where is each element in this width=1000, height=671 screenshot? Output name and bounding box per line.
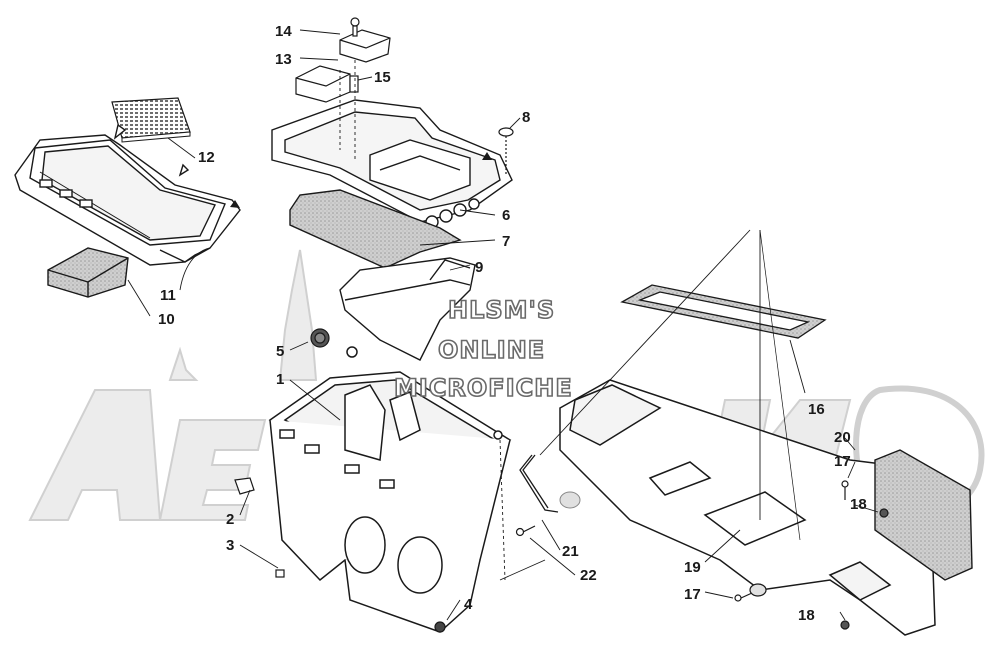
part-11-front-cover <box>14 123 241 266</box>
callout-18b: 18 <box>798 607 815 624</box>
arrow-indicator-11 <box>230 200 240 208</box>
callout-1: 1 <box>276 371 285 388</box>
callout-17: 17 <box>834 453 851 470</box>
part-21-drain-tube <box>519 454 559 513</box>
callout-9: 9 <box>475 259 484 276</box>
part-5-cap <box>310 328 330 348</box>
callout-10: 10 <box>158 311 175 328</box>
part-21-grommet <box>559 491 581 509</box>
leader-lines <box>127 29 879 621</box>
callout-18: 18 <box>850 496 867 513</box>
callout-11: 11 <box>160 287 176 304</box>
callout-13: 13 <box>275 51 292 68</box>
callout-21: 21 <box>562 543 579 560</box>
part-2-clip <box>234 477 255 495</box>
part-1-airbox-housing <box>268 346 512 633</box>
watermark-line-1: HLSM'S <box>447 296 556 324</box>
callout-4: 4 <box>464 596 473 613</box>
part-22-screw <box>515 525 536 537</box>
callout-20: 20 <box>834 429 851 446</box>
part-4-nut <box>434 621 446 633</box>
part-16-gasket <box>620 284 827 339</box>
watermark-line-2: ONLINE <box>437 336 546 364</box>
callout-6: 6 <box>502 207 511 224</box>
callout-7: 7 <box>502 233 511 250</box>
callout-8: 8 <box>522 109 531 126</box>
part-3-grommet <box>275 569 285 578</box>
part-6-electrical-tray <box>271 99 513 229</box>
callout-16: 16 <box>808 401 825 418</box>
callout-5: 5 <box>276 343 285 360</box>
arrow-indicator-6 <box>482 152 492 160</box>
part-18-nuts <box>749 508 889 630</box>
callout-17b: 17 <box>684 586 701 603</box>
part-8-screw <box>498 127 514 175</box>
callout-3: 3 <box>226 537 235 554</box>
callout-12: 12 <box>198 149 215 166</box>
part-20-foam-filter <box>874 449 973 581</box>
callout-15: 15 <box>374 69 391 86</box>
callout-14: 14 <box>275 23 292 40</box>
watermark-line-3: MICROFICHE <box>393 374 573 402</box>
part-13-15-connectors <box>295 17 391 103</box>
part-17-screws <box>734 480 849 602</box>
part-10-foam-filter <box>47 247 129 298</box>
part-7-foam-pad <box>289 189 462 269</box>
part-12-filter-screen <box>111 97 191 143</box>
callout-19: 19 <box>684 559 701 576</box>
part-19-intake-duct <box>559 379 936 636</box>
callout-22: 22 <box>580 567 597 584</box>
callout-2: 2 <box>226 511 235 528</box>
part-9-intake-boot <box>339 257 476 361</box>
